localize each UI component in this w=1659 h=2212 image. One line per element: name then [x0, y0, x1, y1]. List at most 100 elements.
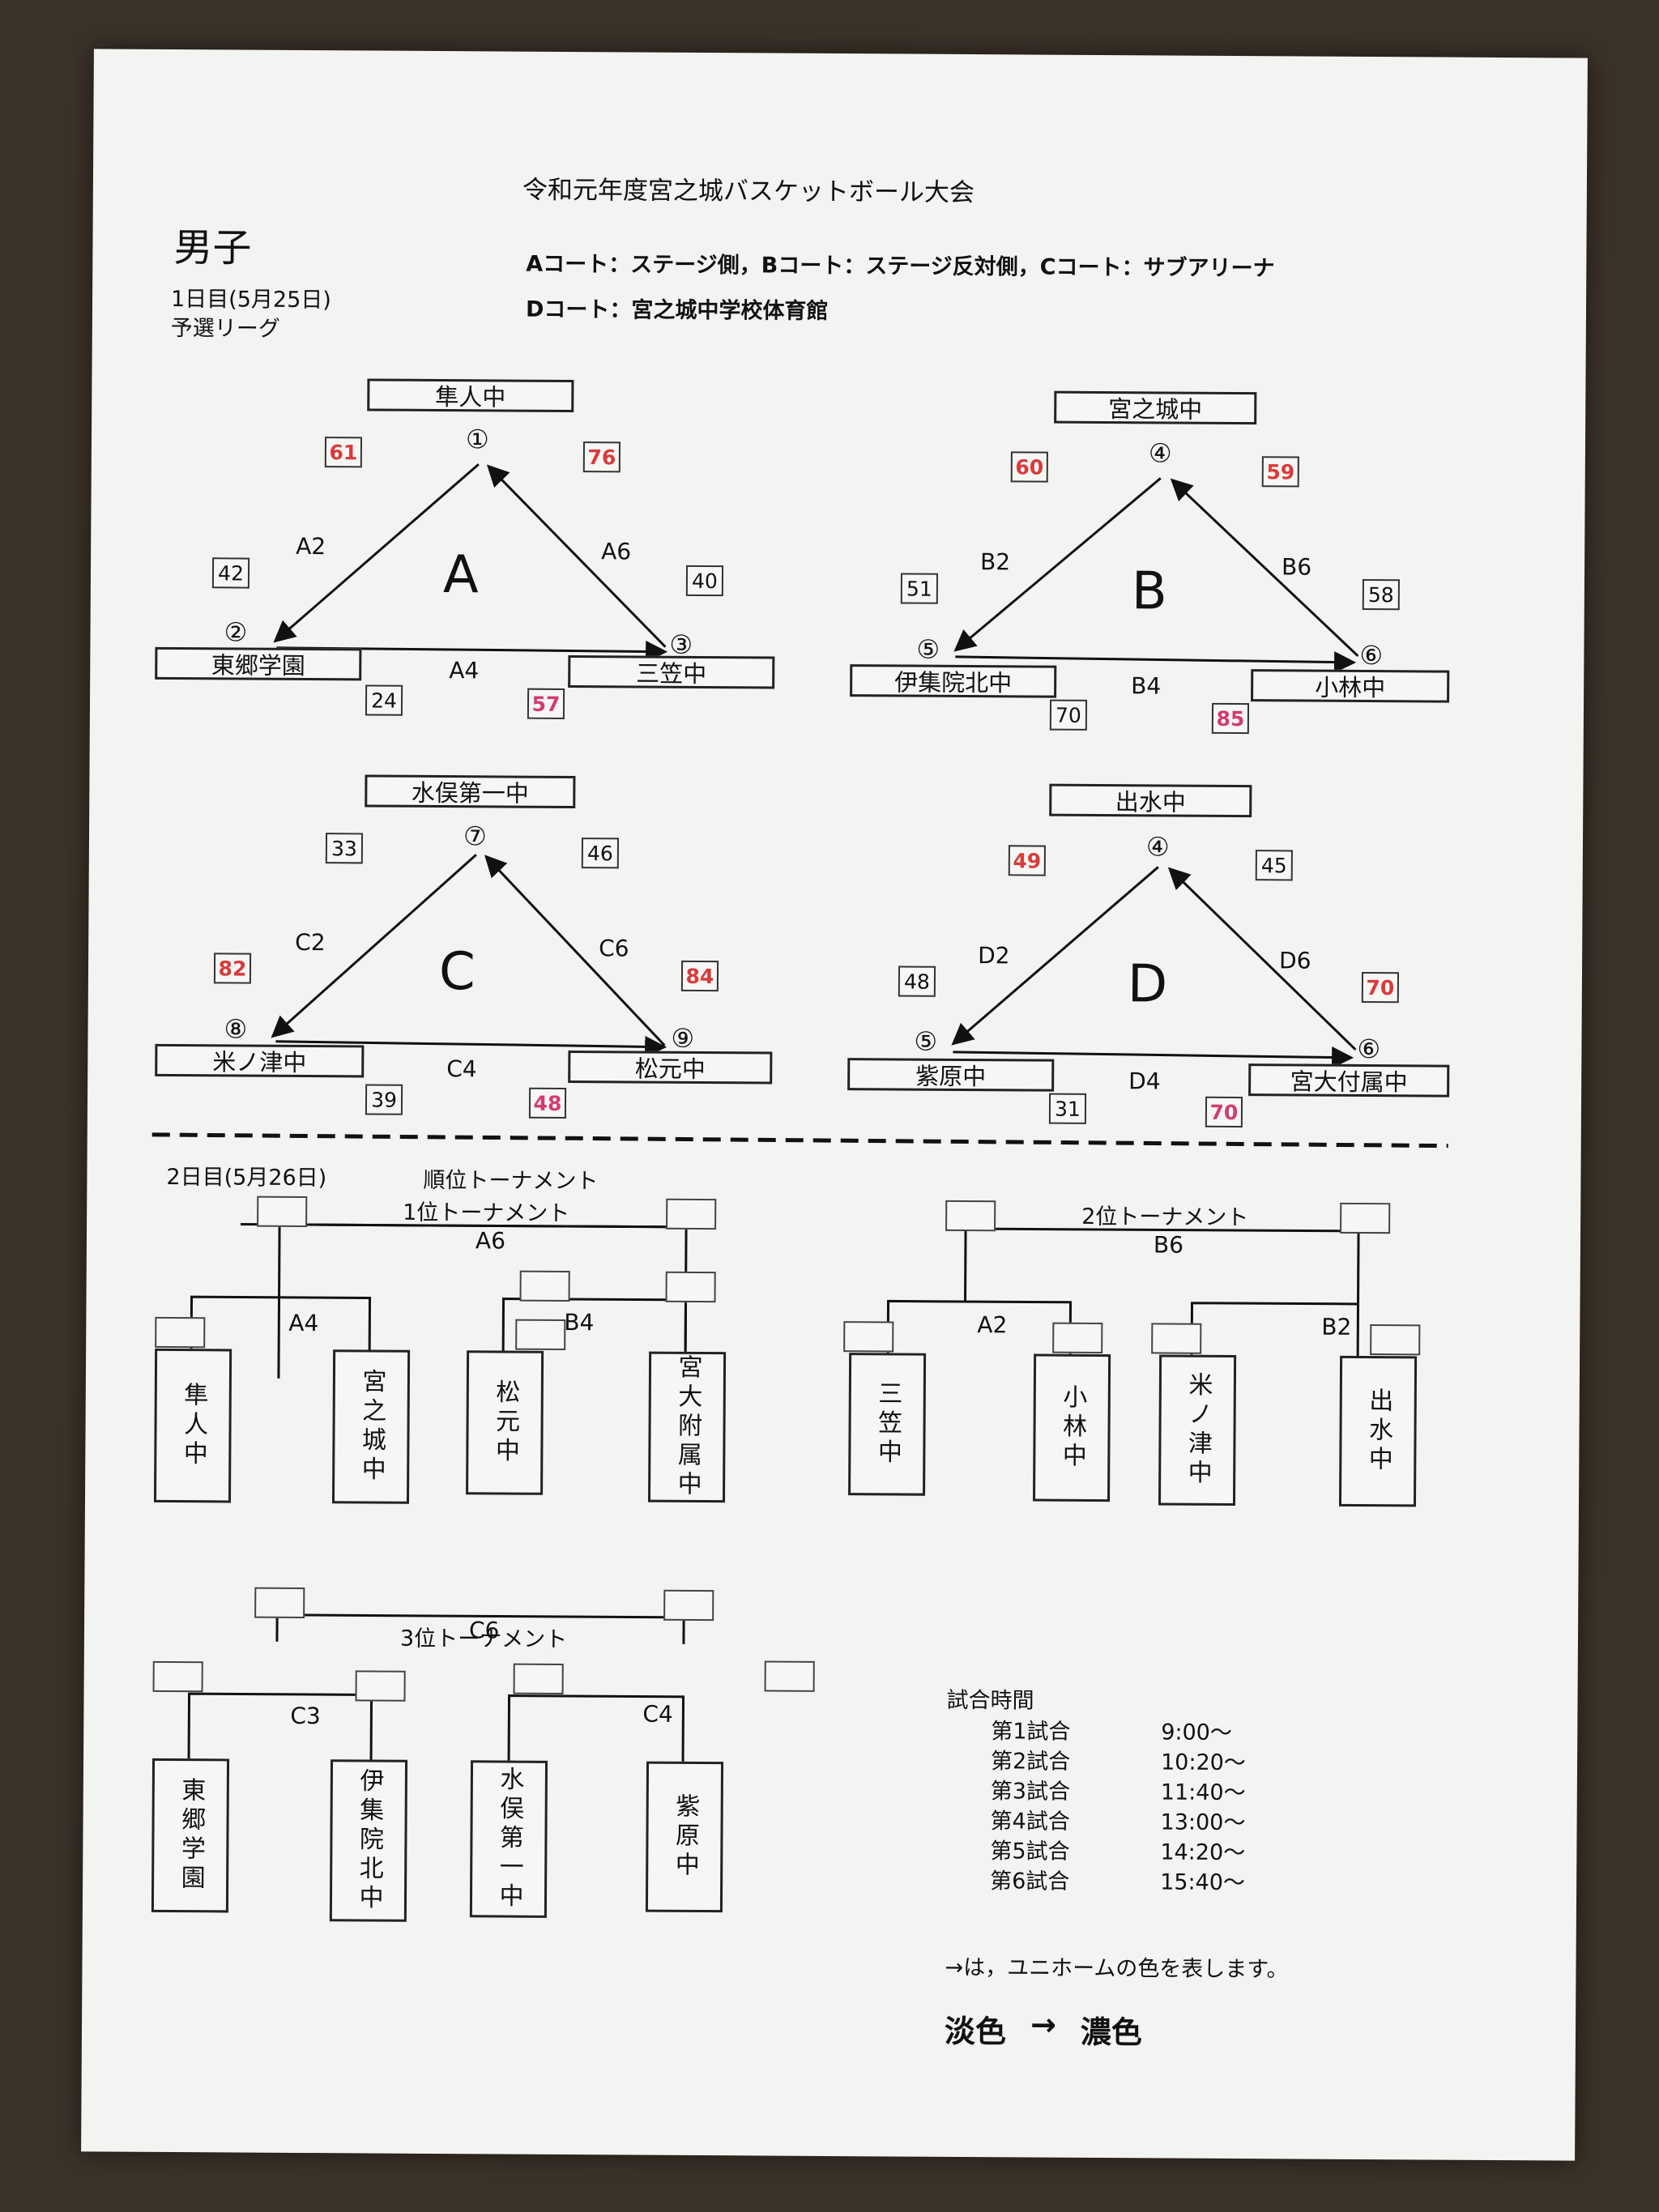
schedule-sheet: 令和元年度宮之城バスケットボール大会 男子 Aコート：ステージ側，Bコート：ステ…	[81, 49, 1588, 2161]
t3-final-left-score-box	[254, 1587, 305, 1619]
league-c-score-right-bottom: 84	[680, 960, 719, 992]
league-c-court-letter: C	[438, 942, 476, 1003]
league-b-score-left-top: 60	[1010, 451, 1048, 483]
league-d-top-num: ④	[1145, 831, 1170, 863]
t2-team-1: 三笠中	[848, 1353, 927, 1496]
league-a-score-right-bottom: 40	[685, 565, 724, 597]
t2-final-left-score-box	[945, 1200, 996, 1232]
t1-semi-b-right-score-box	[665, 1271, 716, 1303]
league-a-score-bottom-left: 24	[365, 684, 403, 716]
league-b-game-bottom: B4	[1131, 672, 1162, 700]
league-a-court-letter: A	[442, 545, 479, 606]
league-c-left-num: ⑧	[224, 1013, 248, 1045]
t1-final-game: A6	[475, 1227, 506, 1255]
t2-team-4: 出水中	[1338, 1355, 1418, 1507]
league-a-left-num: ②	[224, 616, 248, 648]
league-c-game-right: C6	[599, 935, 629, 962]
league-c-score-left-top: 33	[325, 833, 364, 864]
t2-final-game: B6	[1153, 1231, 1184, 1259]
t3-semi-a-right-score-box	[355, 1670, 406, 1702]
league-d-game-right: D6	[1278, 947, 1311, 974]
t3-final-right-score-box	[663, 1589, 714, 1622]
league-a-game-left: A2	[296, 532, 326, 560]
league-c-score-left-bottom: 82	[213, 953, 252, 984]
league-d-court-letter: D	[1127, 954, 1168, 1015]
t3-semi-b-left-score-box	[513, 1663, 564, 1694]
uniform-note: →は，ユニホームの色を表します。	[945, 1954, 1289, 1983]
league-d-top-team: 出水中	[1049, 783, 1252, 818]
league-b-top-num: ④	[1148, 437, 1172, 469]
league-c-game-bottom: C4	[446, 1055, 477, 1083]
t1-semi-left-game: A4	[288, 1309, 319, 1337]
uniform-color-legend: 淡色 → 濃色	[945, 2006, 1142, 2052]
league-b-top-team: 宮之城中	[1054, 390, 1257, 425]
t3-team-3: 水俣第一中	[469, 1760, 548, 1918]
league-a-score-left-bottom: 42	[211, 557, 250, 589]
league-a-top-team: 隼人中	[367, 378, 574, 413]
league-c-game-left: C2	[295, 928, 326, 957]
league-c-right-team: 松元中	[568, 1050, 773, 1085]
t2-semi-left-game: A2	[977, 1311, 1008, 1339]
league-c-top-num: ⑦	[463, 820, 487, 852]
league-b-game-left: B2	[979, 548, 1011, 576]
t3-team-2: 伊集院北中	[329, 1759, 408, 1922]
day2-sub-label: 順位トーナメント	[423, 1167, 599, 1195]
league-a-score-bottom-right: 57	[527, 688, 565, 719]
league-a-game-bottom: A4	[449, 657, 480, 684]
league-d-left-team: 紫原中	[847, 1058, 1055, 1092]
league-a-score-left-top: 61	[324, 437, 363, 468]
league-d-score-left-top: 49	[1008, 845, 1046, 876]
league-d-left-num: ⑤	[914, 1025, 938, 1057]
t1-final-right-score-box	[666, 1198, 717, 1230]
arrow-icon: →	[1030, 2006, 1057, 2043]
t3-semi-a-left-score-box	[152, 1660, 203, 1693]
league-d-right-team: 宮大付属中	[1248, 1063, 1450, 1097]
league-a-top-num: ①	[465, 424, 489, 455]
league-d-score-bottom-left: 31	[1048, 1093, 1087, 1124]
league-b-score-right-top: 59	[1261, 456, 1299, 488]
t1-semi-b-left-score-box	[519, 1270, 570, 1302]
league-b-court-letter: B	[1131, 561, 1168, 622]
t2-team-2: 小林中	[1033, 1353, 1111, 1502]
t1-semi-a-right-score-box	[515, 1319, 566, 1350]
t2-team-3: 米ノ津中	[1158, 1354, 1237, 1507]
t3-final-game: C6	[468, 1617, 500, 1644]
league-b-score-bottom-left: 70	[1049, 699, 1088, 731]
league-c-score-bottom-left: 39	[365, 1084, 403, 1115]
league-d-right-num: ⑥	[1357, 1033, 1381, 1065]
league-b-score-left-bottom: 51	[900, 573, 939, 604]
league-b-left-num: ⑤	[916, 633, 940, 665]
league-b-score-bottom-right: 85	[1211, 702, 1250, 735]
t3-team-4: 紫原中	[645, 1761, 724, 1913]
league-d-score-right-top: 45	[1255, 850, 1293, 881]
t1-semi-right-game: B4	[564, 1308, 595, 1336]
league-b-game-right: B6	[1281, 553, 1312, 581]
dark-color-label: 濃色	[1080, 2014, 1143, 2051]
t1-team-2: 宮之城中	[331, 1349, 411, 1504]
league-c-right-num: ⑨	[671, 1022, 695, 1054]
league-d-game-left: D2	[978, 942, 1010, 970]
league-lines	[151, 463, 1448, 1762]
day2-label: 2日目(5月26日)	[166, 1164, 327, 1191]
league-a-right-team: 三笠中	[568, 654, 775, 689]
t1-team-3: 松元中	[466, 1350, 544, 1495]
t2-semi-right-game: B2	[1321, 1313, 1352, 1340]
league-d-score-right-bottom: 70	[1361, 971, 1400, 1004]
t2-semi-b-right-score-box	[1370, 1324, 1421, 1356]
league-c-top-team: 水俣第一中	[365, 774, 576, 809]
league-b-score-right-bottom: 58	[1362, 578, 1400, 611]
league-b-right-num: ⑥	[1359, 639, 1384, 671]
t3-semi-left-game: C3	[290, 1702, 321, 1730]
t1-semi-a-left-score-box	[155, 1316, 206, 1349]
league-d-score-left-bottom: 48	[898, 965, 936, 997]
league-d-game-bottom: D4	[1128, 1068, 1161, 1095]
t2-semi-a-left-score-box	[843, 1321, 894, 1353]
t2-semi-b-left-score-box	[1151, 1323, 1202, 1354]
t2-final-right-score-box	[1340, 1202, 1391, 1234]
